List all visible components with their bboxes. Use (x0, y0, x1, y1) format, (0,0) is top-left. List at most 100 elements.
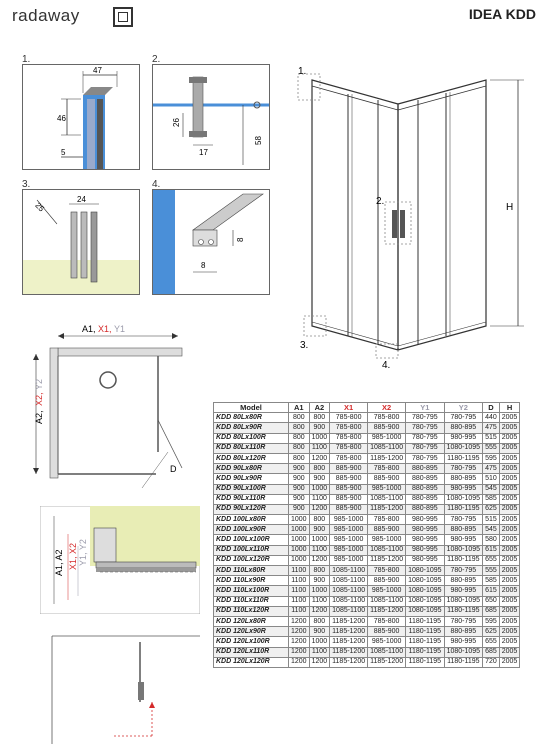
page-title: IDEA KDD (468, 6, 536, 22)
table-cell-h: 2005 (498, 595, 521, 607)
table-cell-y1: 780-795 (405, 442, 445, 454)
table-cell-a2: 1200 (308, 503, 331, 516)
table-cell-y2: 1080-1095 (443, 493, 484, 505)
table-cell-d: 475 (482, 422, 500, 434)
table-cell-d: 595 (482, 615, 500, 628)
table-cell-a2: 900 (308, 422, 331, 434)
table-cell-x2: 1185-1200 (367, 656, 407, 668)
table-cell-x2: 1085-1100 (367, 646, 407, 658)
table-cell-y1: 980-995 (405, 524, 445, 536)
table-cell-a2: 900 (308, 575, 331, 587)
table-cell-y1: 1180-1195 (405, 615, 445, 628)
table-cell-model: KDD 80Lx110R (213, 442, 289, 454)
section-label-y: Y1, Y2 (78, 539, 88, 566)
table-cell-d: 595 (482, 452, 500, 465)
table-cell-a2: 800 (308, 514, 331, 526)
table-cell-a2: 1000 (308, 585, 331, 597)
table-cell-x1: 1085-1100 (329, 595, 369, 607)
table-cell-model: KDD 120Lx100R (213, 636, 289, 648)
table-cell-x1: 985-1000 (329, 514, 369, 526)
detail-2-drawing: 26 17 58 (153, 76, 269, 165)
table-cell-x2: 1085-1100 (367, 544, 407, 556)
table-cell-x2: 985-1000 (367, 432, 407, 444)
table-cell-d: 650 (482, 595, 500, 607)
table-cell-x2: 885-900 (367, 626, 407, 638)
table-cell-x1: 885-900 (329, 503, 369, 516)
table-cell-h: 2005 (498, 514, 521, 526)
dim-8-vertical: 8 (236, 237, 245, 242)
brand-logo: radaway (12, 6, 80, 25)
detail-4-drawing: 8 8 (153, 190, 264, 294)
table-cell-model: KDD 90Lx80R (213, 463, 289, 475)
table-cell-x2: 1185-1200 (367, 503, 407, 516)
table-cell-y2: 980-995 (443, 432, 484, 444)
table-cell-h: 2005 (498, 442, 521, 454)
dim-25: 25 (33, 201, 46, 214)
table-cell-model: KDD 100Lx80R (213, 514, 289, 526)
plan-view-drawing: A1, X1, Y1 A2, X2, Y2 D (33, 324, 183, 489)
door-detail-drawing (51, 635, 200, 744)
table-cell-y2: 980-995 (443, 483, 484, 495)
col-y1: Y1 (405, 401, 445, 414)
section-view-drawing: A1, A2 X1, X2 Y1, Y2 (40, 506, 200, 614)
table-cell-a1: 900 (288, 503, 310, 516)
table-cell-y2: 980-995 (443, 585, 484, 597)
table-cell-y1: 880-895 (405, 503, 445, 516)
table-cell-a2: 1200 (308, 656, 331, 668)
table-cell-d: 510 (482, 473, 500, 485)
table-cell-a1: 1100 (288, 575, 310, 587)
table-cell-x1: 1185-1200 (329, 656, 369, 668)
table-cell-a1: 1200 (288, 656, 310, 668)
table-cell-a2: 1000 (308, 636, 331, 648)
col-y2: Y2 (443, 401, 484, 414)
table-cell-d: 625 (482, 503, 500, 516)
table-cell-x2: 1185-1200 (367, 554, 407, 567)
table-cell-h: 2005 (498, 412, 521, 424)
table-cell-x2: 985-1000 (367, 585, 407, 597)
table-cell-x1: 885-900 (329, 473, 369, 485)
table-cell-h: 2005 (498, 564, 521, 577)
col-x2: X2 (367, 401, 407, 414)
table-cell-a1: 900 (288, 483, 310, 495)
plan-width-label-x: X1, (98, 324, 112, 334)
detail-4-label: 4. (152, 179, 161, 190)
table-cell-model: KDD 80Lx80R (213, 412, 289, 424)
table-cell-x1: 985-1000 (329, 554, 369, 567)
table-cell-y2: 880-895 (443, 626, 484, 638)
table-cell-y2: 1080-1095 (443, 595, 484, 607)
col-x1: X1 (329, 401, 369, 414)
table-cell-model: KDD 100Lx90R (213, 524, 289, 536)
table-cell-a2: 800 (308, 564, 331, 577)
table-cell-y2: 1180-1195 (443, 656, 484, 668)
table-cell-y1: 1080-1095 (405, 585, 445, 597)
table-cell-y2: 880-895 (443, 473, 484, 485)
table-cell-h: 2005 (498, 585, 521, 597)
table-cell-x1: 1185-1200 (329, 626, 369, 638)
table-cell-a2: 800 (308, 615, 331, 628)
table-cell-x1: 1185-1200 (329, 636, 369, 648)
table-cell-h: 2005 (498, 605, 521, 617)
dim-47: 47 (93, 66, 102, 75)
table-cell-h: 2005 (498, 524, 521, 536)
table-cell-x1: 885-900 (329, 483, 369, 495)
logo-mark-icon (113, 7, 133, 27)
table-cell-model: KDD 90Lx110R (213, 493, 289, 505)
table-cell-a1: 900 (288, 493, 310, 505)
table-cell-model: KDD 110Lx90R (213, 575, 289, 587)
table-cell-a1: 800 (288, 452, 310, 465)
table-cell-x1: 785-800 (329, 422, 369, 434)
table-cell-a2: 900 (308, 524, 331, 536)
table-cell-a2: 1100 (308, 544, 331, 556)
